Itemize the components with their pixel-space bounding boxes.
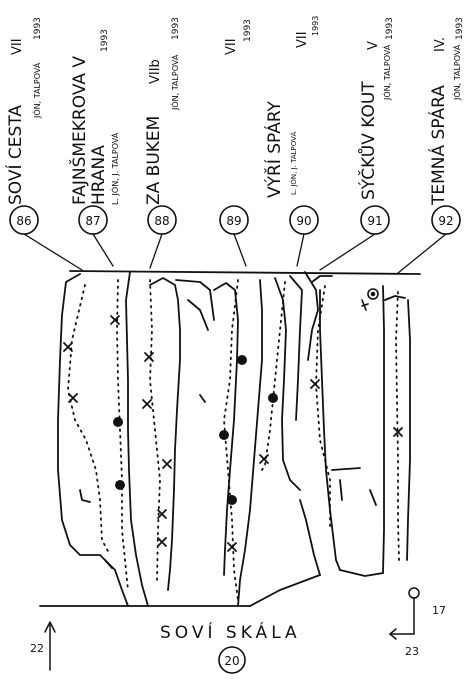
route-line-89	[223, 279, 239, 601]
filled-dot-icon	[115, 480, 125, 490]
route-label-92: TEMNÁ SPÁRA JÓN, TALPOVÁ IV. 1993	[427, 17, 465, 206]
x-mark-icon	[162, 459, 172, 469]
route-authors-90: L. JÓN, J. TALPOVÁ	[289, 132, 298, 195]
x-mark-icon	[310, 379, 320, 389]
route-authors-86: JÓN, TALPOVÁ	[31, 62, 42, 119]
pin-marks	[63, 315, 403, 552]
route-line-88	[149, 279, 161, 581]
route-name-87: FAJNŠMEKROVA V	[68, 56, 90, 205]
route-authors-91: JÓN, TALPOVÁ	[381, 44, 392, 101]
route-circle-91: 91	[360, 205, 390, 235]
svg-text:91: 91	[367, 214, 382, 228]
route-label-87: FAJNŠMEKROVA V HRANA L. JÓN, J. TALPOVÁ …	[68, 29, 120, 205]
route-line-90	[261, 281, 286, 471]
filled-dot-icon	[219, 430, 229, 440]
route-name-86: SOVÍ CESTA	[4, 105, 26, 205]
route-year-87: 1993	[100, 29, 110, 52]
route-year-92: 1993	[455, 17, 465, 40]
route-authors-88: JÓN, TALPOVÁ	[169, 54, 180, 111]
x-mark-icon	[68, 393, 78, 403]
belay-dots	[113, 355, 278, 505]
crag-number-circle: 20	[218, 646, 246, 674]
route-label-88: ZA BUKEM JÓN, TALPOVÁ VIIb 1993	[144, 17, 181, 205]
x-mark-icon	[157, 509, 167, 519]
svg-text:89: 89	[226, 214, 241, 228]
route-number-circles: 86 87 88 89 90 91 92	[9, 205, 461, 235]
north-arrow-icon	[44, 621, 56, 671]
route-authors-92: JÓN, TALPOVÁ	[451, 44, 462, 101]
svg-text:92: 92	[438, 214, 453, 228]
route-year-91: 1993	[385, 17, 395, 40]
svg-text:87: 87	[85, 214, 100, 228]
route-circle-87: 87	[78, 205, 108, 235]
route-circle-88: 88	[147, 205, 177, 235]
route-label-86: SOVÍ CESTA JÓN, TALPOVÁ VII 1993	[4, 17, 43, 205]
route-labels: SOVÍ CESTA JÓN, TALPOVÁ VII 1993 FAJNŠME…	[4, 16, 465, 206]
route-line-92	[395, 291, 400, 561]
route-authors-87: L. JÓN, J. TALPOVÁ	[109, 132, 120, 205]
filled-dot-icon	[237, 355, 247, 365]
route-circle-86: 86	[9, 205, 39, 235]
route-year-88: 1993	[171, 17, 181, 40]
filled-dot-icon	[227, 495, 237, 505]
route-line-87	[116, 279, 129, 591]
route-grade-90: VII	[295, 31, 310, 48]
approach-marker	[389, 587, 420, 640]
route-circle-92: 92	[431, 205, 461, 235]
route-grade-86: VII	[10, 38, 25, 55]
route-name-91: SÝČKŮV KOUT	[357, 81, 379, 200]
route-name-87-line2: HRANA	[89, 145, 109, 205]
ring-bolt-icon	[361, 288, 379, 311]
crag-name: SOVÍ SKÁLA	[160, 621, 301, 643]
grid-x: 17	[432, 604, 446, 617]
route-label-90: VÝŘÍ SPÁRY L. JÓN, J. TALPOVÁ VII 1993	[263, 16, 320, 198]
filled-dot-icon	[268, 393, 278, 403]
svg-text:86: 86	[16, 214, 31, 228]
route-label-91: SÝČKŮV KOUT JÓN, TALPOVÁ V 1993	[357, 17, 395, 200]
route-grade-89: VII	[224, 38, 239, 55]
route-grade-92: IV.	[433, 37, 448, 52]
svg-text:88: 88	[154, 214, 169, 228]
route-year-90: 1993	[311, 16, 320, 36]
route-grade-91: V	[366, 41, 381, 50]
route-name-90: VÝŘÍ SPÁRY	[263, 100, 285, 198]
route-grade-88: VIIb	[148, 59, 163, 84]
x-mark-icon	[259, 454, 269, 464]
leader-lines	[23, 233, 447, 274]
route-line-86	[67, 284, 111, 556]
grid-y: 23	[405, 645, 419, 658]
x-mark-icon	[393, 427, 403, 437]
crag-number: 20	[224, 654, 239, 668]
x-mark-icon	[144, 352, 154, 362]
x-mark-icon	[110, 315, 120, 325]
route-year-89: 1993	[243, 19, 253, 42]
x-mark-icon	[63, 342, 73, 352]
route-name-88: ZA BUKEM	[144, 116, 164, 205]
rock-outline	[39, 270, 421, 607]
svg-text:90: 90	[296, 214, 311, 228]
route-label-89: VII 1993	[224, 19, 253, 55]
x-mark-icon	[157, 537, 167, 547]
route-lines	[67, 279, 400, 601]
x-mark-icon	[142, 399, 152, 409]
route-year-86: 1993	[33, 17, 43, 40]
route-circle-90: 90	[289, 205, 319, 235]
filled-dot-icon	[113, 417, 123, 427]
x-mark-icon	[227, 542, 237, 552]
north-value: 22	[30, 642, 44, 655]
route-name-92: TEMNÁ SPÁRA	[427, 85, 449, 206]
route-circle-89: 89	[219, 205, 249, 235]
